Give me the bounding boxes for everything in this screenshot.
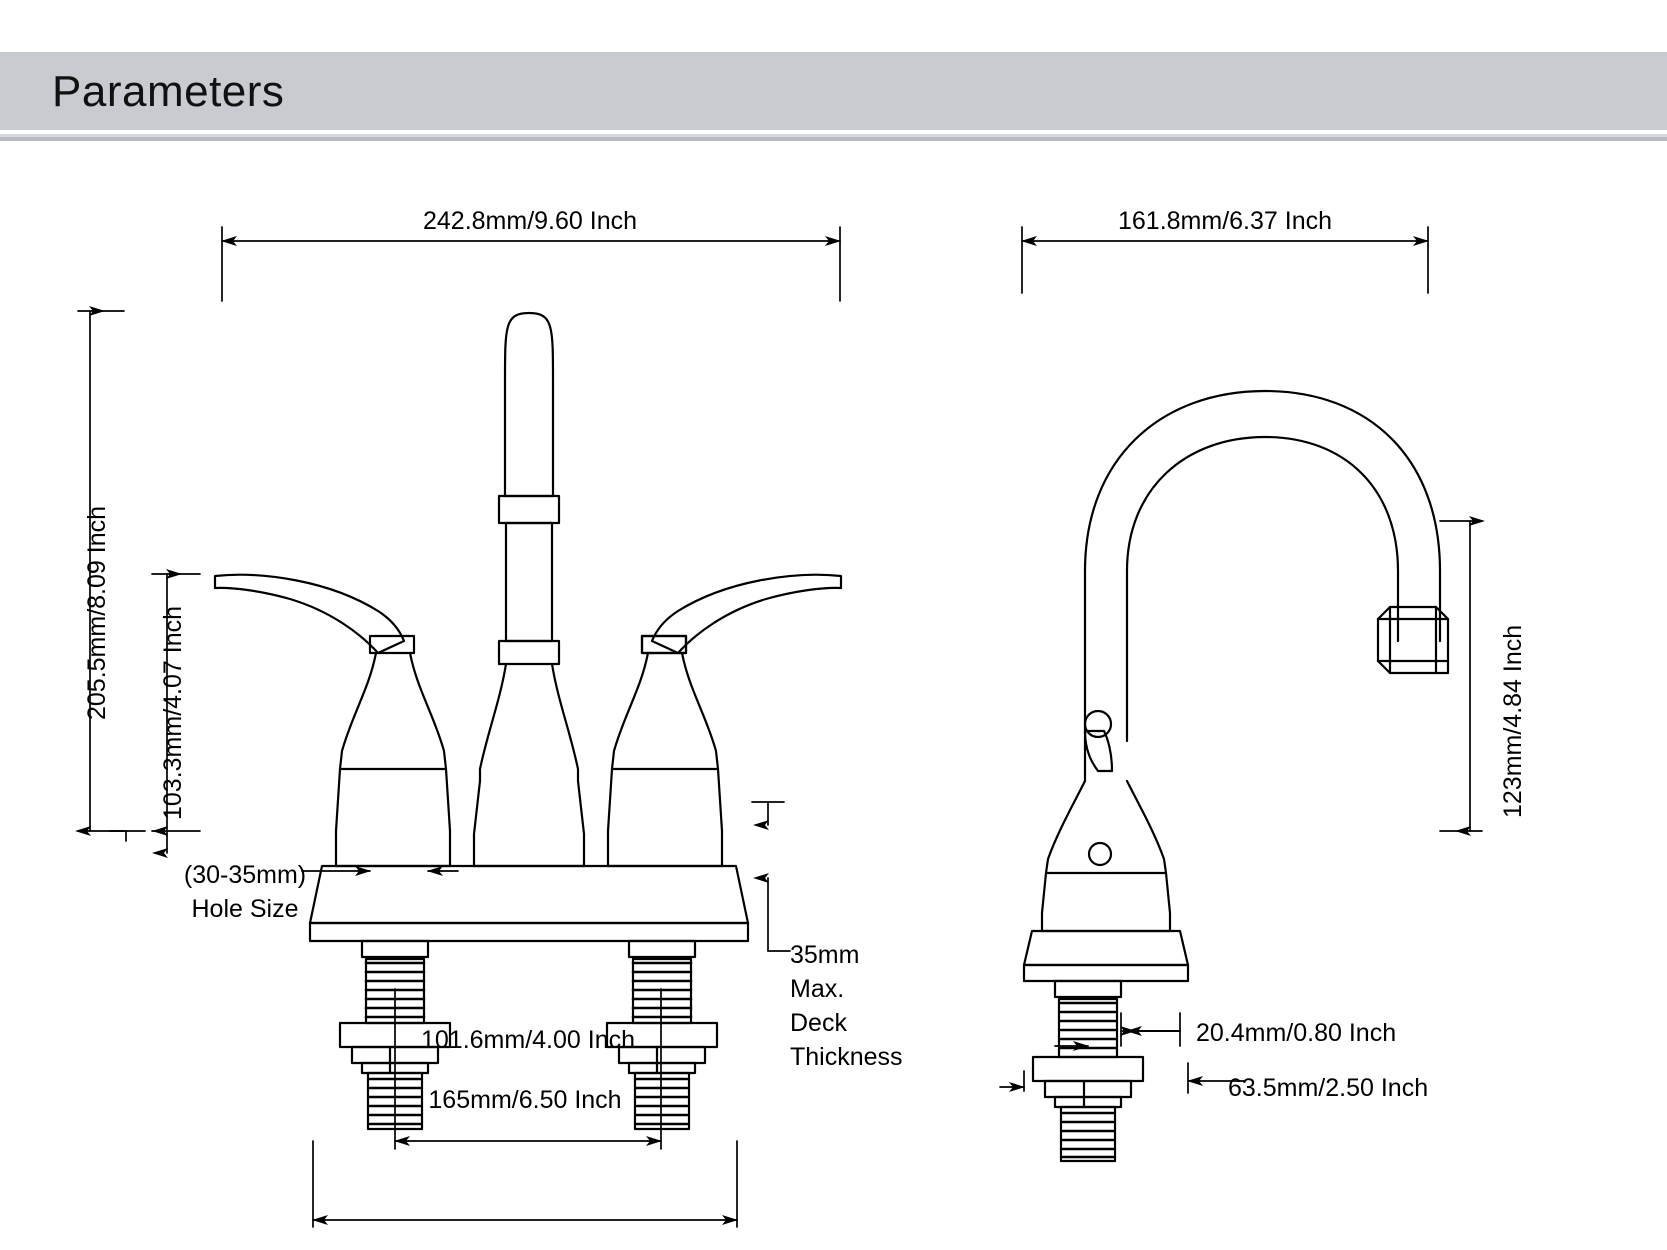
header-divider-dark (0, 137, 1667, 141)
front-view-geometry (213, 311, 843, 1131)
dimension-lines (75, 226, 1485, 1228)
dim-front-hole-spacing: 101.6mm/4.00 Inch (420, 1026, 635, 1054)
note-deck-thickness-line2: Max. (790, 975, 845, 1003)
note-deck-thickness-line1: 35mm (790, 941, 860, 969)
dim-side-small-depth: 20.4mm/0.80 Inch (1196, 1019, 1397, 1047)
dim-side-spout-reach: 161.8mm/6.37 Inch (1117, 207, 1332, 235)
header-divider-light (0, 134, 1667, 137)
dim-front-handle-height: 103.3mm/4.07 Inch (159, 605, 187, 820)
note-deck-thickness-line4: Thickness (790, 1043, 903, 1071)
note-deck-thickness: 35mm Max. Deck Thickness (790, 938, 903, 1074)
dim-front-overall-height: 205.5mm/8.09 Inch (83, 505, 111, 720)
note-hole-size: (30-35mm) Hole Size (130, 858, 360, 926)
header-bar (0, 52, 1667, 130)
page-title: Parameters (52, 67, 285, 116)
side-view-geometry (1022, 389, 1450, 1163)
dim-side-spout-height: 123mm/4.84 Inch (1499, 624, 1527, 818)
dimension-drawing-canvas (0, 141, 1667, 1250)
dim-front-overall-width: 242.8mm/9.60 Inch (422, 207, 637, 235)
note-hole-size-line1: (30-35mm) (183, 861, 307, 889)
note-hole-size-line2: Hole Size (191, 895, 299, 923)
note-deck-thickness-line3: Deck (790, 1009, 847, 1037)
dim-front-base-width: 165mm/6.50 Inch (428, 1086, 622, 1114)
dim-side-base-depth: 63.5mm/2.50 Inch (1228, 1074, 1429, 1102)
